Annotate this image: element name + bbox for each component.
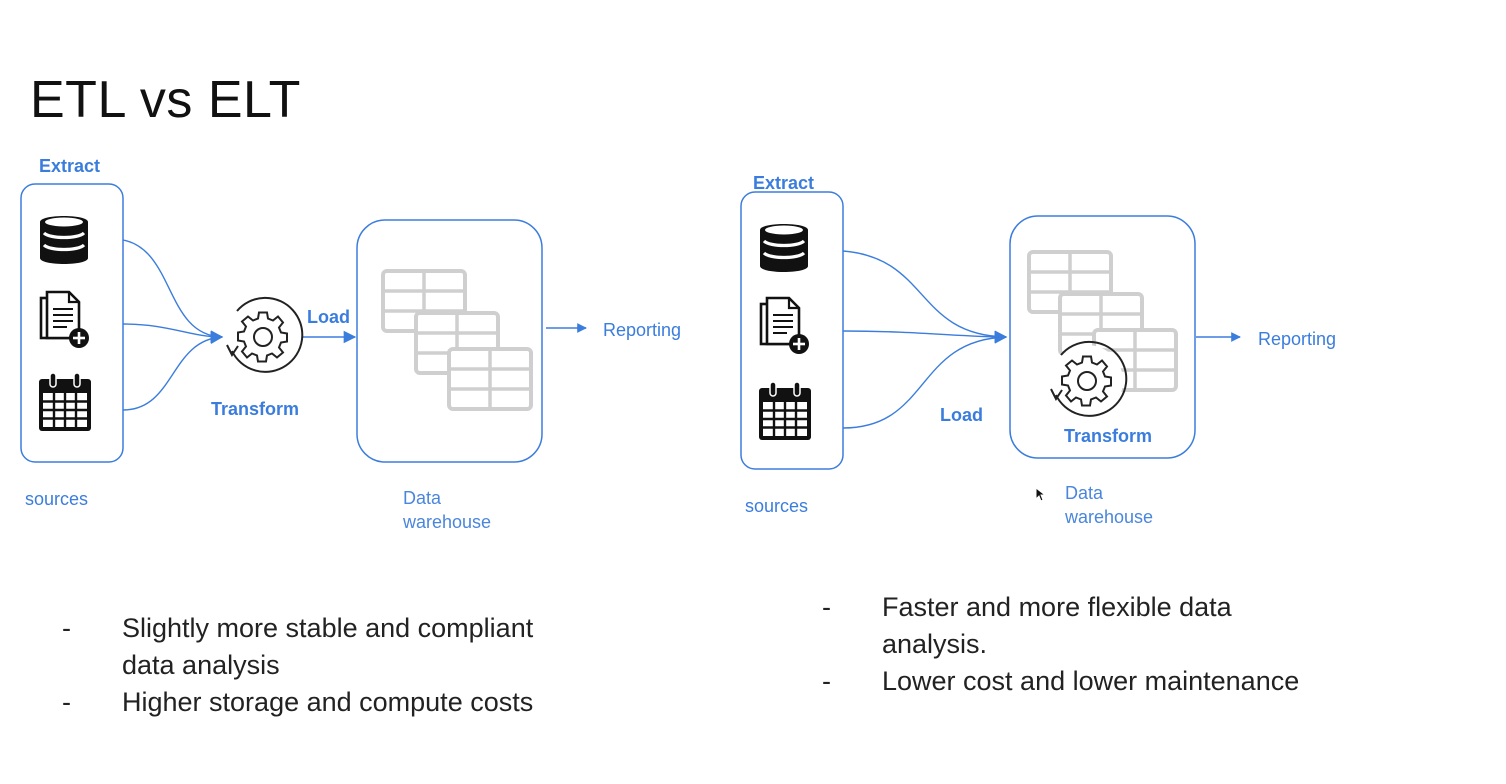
etl-bullet-item: - Slightly more stable and compliant dat… bbox=[62, 610, 533, 684]
etl-warehouse-label-line1: Data bbox=[403, 488, 442, 508]
etl-sources-box bbox=[20, 183, 124, 463]
elt-reporting-label: Reporting bbox=[1258, 329, 1337, 349]
document-add-icon bbox=[39, 290, 91, 350]
etl-extract-label: Extract bbox=[39, 156, 101, 176]
bullet-line: Lower cost and lower maintenance bbox=[882, 666, 1300, 696]
elt-bullet-item: - Faster and more flexible data analysis… bbox=[822, 589, 1299, 663]
etl-flow-line bbox=[122, 239, 224, 343]
calendar-icon bbox=[757, 380, 813, 442]
elt-sources-label: sources bbox=[745, 496, 809, 516]
etl-warehouse-label: Data warehouse bbox=[403, 486, 491, 534]
etl-load-label: Load bbox=[307, 307, 350, 327]
elt-transform-label: Transform bbox=[1064, 426, 1153, 446]
bullet-line: Slightly more stable and compliant bbox=[122, 613, 534, 643]
gear-cycle-icon bbox=[1050, 340, 1128, 417]
etl-bullet-list: - Slightly more stable and compliant dat… bbox=[62, 610, 533, 721]
elt-warehouse-label-line2: warehouse bbox=[1065, 507, 1154, 527]
etl-sources-label: sources bbox=[25, 489, 89, 509]
bullet-line: data analysis bbox=[122, 650, 280, 680]
database-icon bbox=[758, 222, 810, 274]
database-icon bbox=[38, 214, 90, 266]
etl-flow-line bbox=[122, 331, 224, 411]
bullet-line: Higher storage and compute costs bbox=[122, 687, 534, 717]
page-title: ETL vs ELT bbox=[30, 71, 301, 129]
document-add-icon bbox=[759, 296, 811, 356]
etl-warehouse-label-line2: warehouse bbox=[403, 512, 492, 532]
table-stack-icon bbox=[381, 269, 533, 411]
etl-transform-label: Transform bbox=[211, 399, 300, 419]
etl-flow-line bbox=[122, 323, 224, 344]
bullet-dash: - bbox=[822, 592, 831, 622]
bullet-dash: - bbox=[822, 666, 831, 696]
etl-bullet-item: - Higher storage and compute costs bbox=[62, 684, 533, 721]
elt-bullet-item: - Lower cost and lower maintenance bbox=[822, 663, 1299, 700]
elt-flow-line bbox=[842, 330, 1008, 344]
gear-cycle-icon bbox=[226, 296, 304, 373]
bullet-line: analysis. bbox=[882, 629, 988, 659]
elt-flow-line bbox=[842, 250, 1008, 344]
elt-extract-label: Extract bbox=[753, 173, 815, 193]
mouse-cursor-icon bbox=[1035, 487, 1047, 502]
elt-warehouse-label: Data warehouse bbox=[1065, 481, 1153, 529]
etl-reporting-label: Reporting bbox=[603, 320, 682, 340]
elt-flow-line bbox=[842, 331, 1008, 429]
etl-warehouse-box bbox=[356, 219, 543, 463]
bullet-line: Faster and more flexible data bbox=[882, 592, 1232, 622]
calendar-icon bbox=[37, 371, 93, 433]
bullet-dash: - bbox=[62, 687, 71, 717]
elt-warehouse-box bbox=[1009, 215, 1196, 459]
bullet-dash: - bbox=[62, 613, 71, 643]
elt-warehouse-label-line1: Data bbox=[1065, 483, 1104, 503]
elt-bullet-list: - Faster and more flexible data analysis… bbox=[822, 589, 1299, 700]
elt-load-label: Load bbox=[940, 405, 983, 425]
